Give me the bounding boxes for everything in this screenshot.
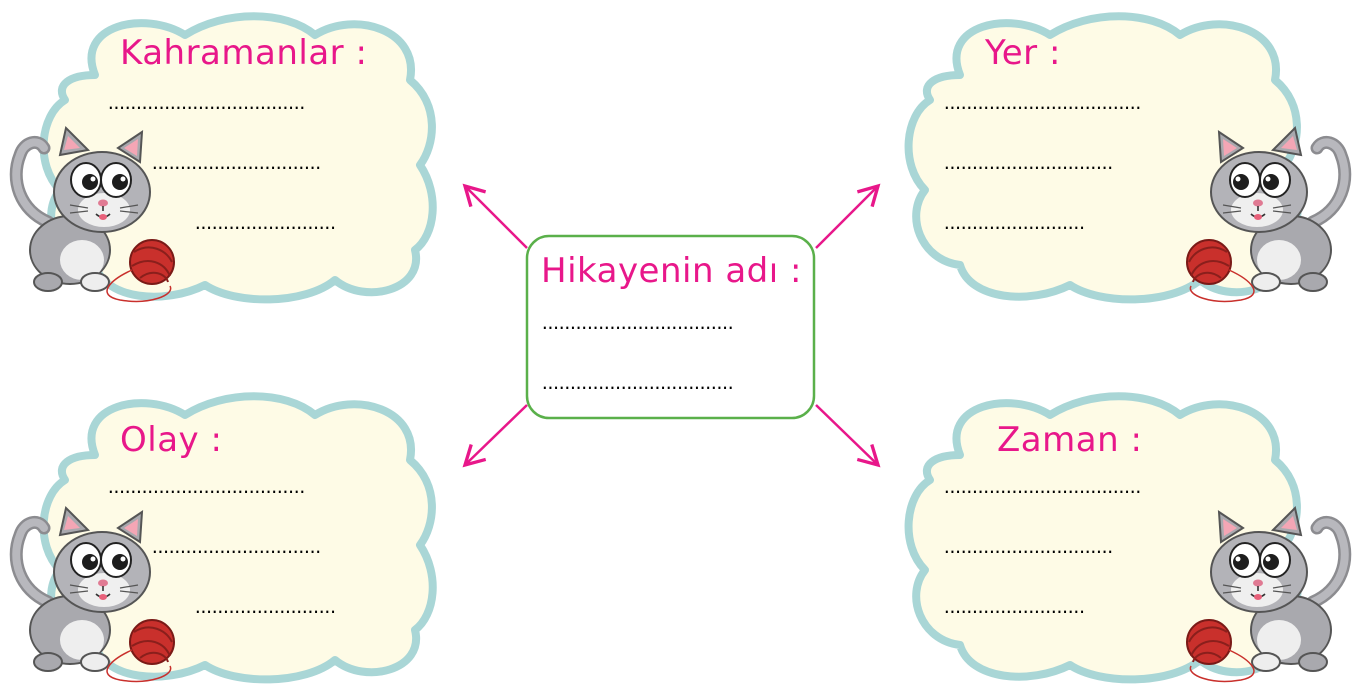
- characters-line-2[interactable]: ..............................: [150, 156, 323, 172]
- arrow-icon: [462, 183, 528, 249]
- place-line-2[interactable]: ..............................: [942, 156, 1115, 172]
- time-line-3[interactable]: .........................: [942, 600, 1087, 616]
- characters-line-1[interactable]: ...................................: [106, 96, 307, 112]
- place-label: Yer :: [985, 33, 1061, 73]
- event-line-2[interactable]: ..............................: [150, 540, 323, 556]
- place-line-3[interactable]: .........................: [942, 216, 1087, 232]
- arrow-icon: [462, 404, 528, 468]
- characters-label: Kahramanlar :: [120, 33, 368, 73]
- characters-line-3[interactable]: .........................: [193, 216, 338, 232]
- time-label: Zaman :: [997, 420, 1143, 460]
- time-line-1[interactable]: ...................................: [942, 480, 1143, 496]
- event-line-3[interactable]: .........................: [193, 600, 338, 616]
- place-line-1[interactable]: ...................................: [942, 96, 1143, 112]
- event-label: Olay :: [120, 420, 223, 460]
- time-line-2[interactable]: ..............................: [942, 540, 1115, 556]
- story-title-line-2[interactable]: ..................................: [540, 376, 736, 392]
- center-box: [525, 234, 816, 420]
- arrow-icon: [815, 404, 881, 468]
- story-title-label: Hikayenin adı :: [541, 251, 802, 291]
- story-title-line-1[interactable]: ..................................: [540, 316, 736, 332]
- arrow-icon: [815, 183, 881, 249]
- event-line-1[interactable]: ...................................: [106, 480, 307, 496]
